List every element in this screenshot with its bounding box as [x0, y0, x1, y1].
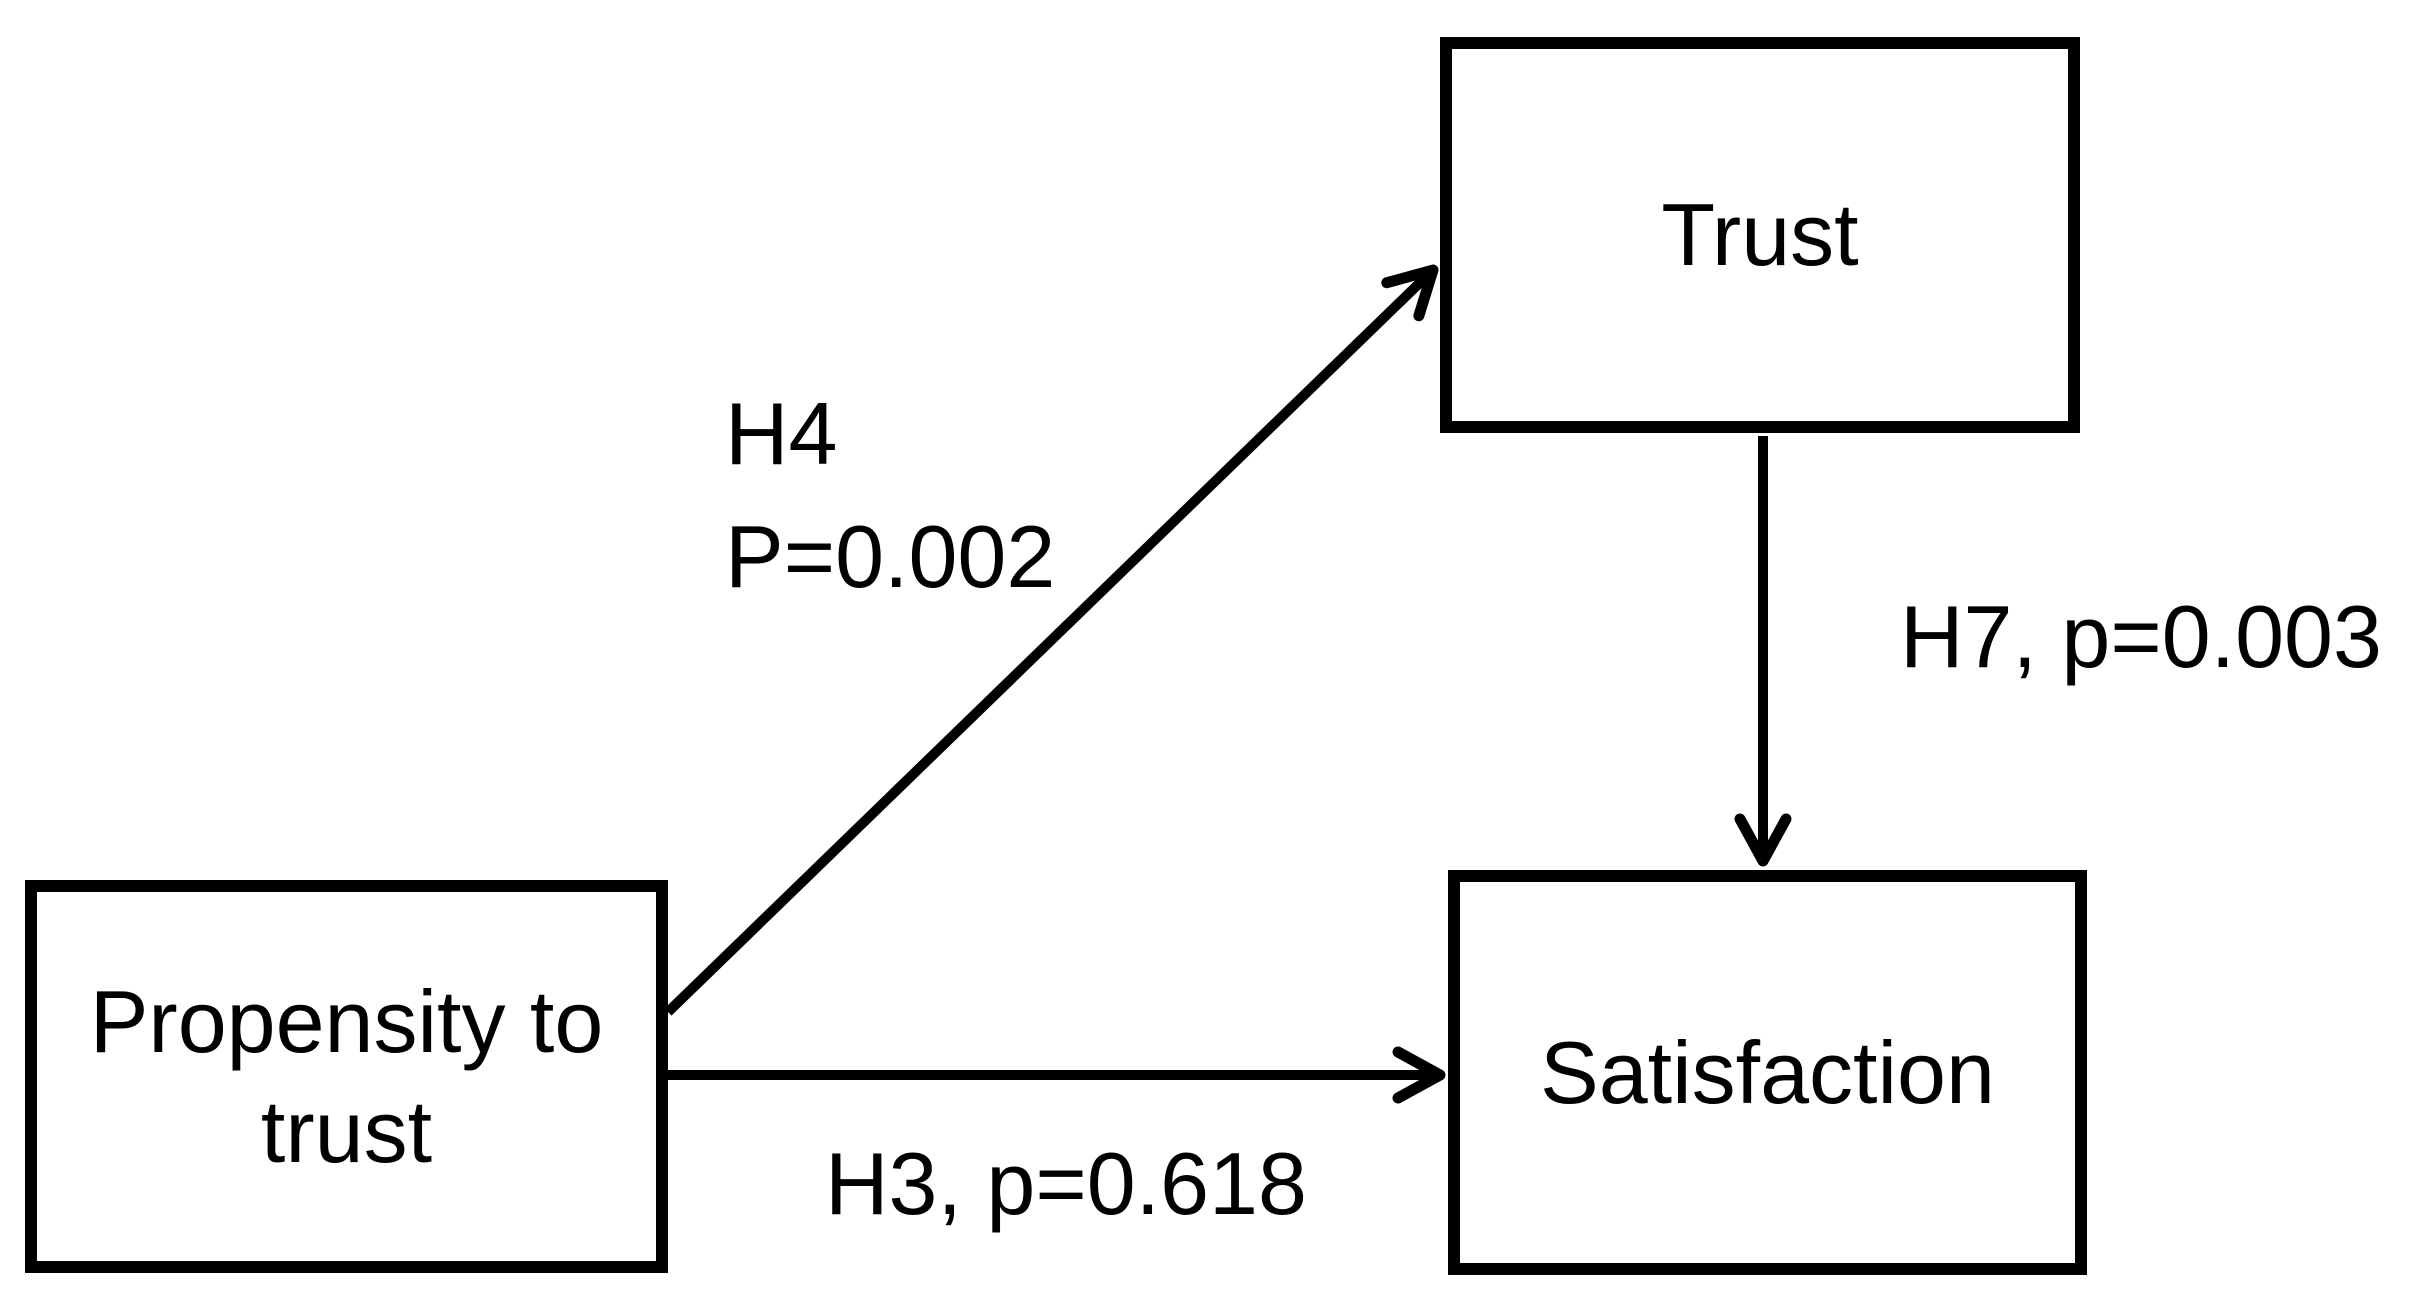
edge-h4-hypothesis-text: H4 — [725, 384, 838, 483]
node-satisfaction-label: Satisfaction — [1540, 1022, 1995, 1122]
node-trust: Trust — [1440, 37, 2080, 433]
edge-h4-pvalue-text: P=0.002 — [725, 507, 1056, 607]
edge-label-h4: H4 P=0.002 — [725, 372, 1055, 618]
edge-label-h3: H3, p=0.618 — [825, 1134, 1307, 1233]
node-propensity-to-trust-label: Propensity to trust — [89, 971, 604, 1181]
node-satisfaction: Satisfaction — [1448, 870, 2087, 1275]
node-propensity-to-trust: Propensity to trust — [25, 880, 668, 1273]
edge-h4-arrow — [664, 264, 1439, 1016]
edge-label-h7: H7, p=0.003 — [1900, 587, 2382, 686]
node-trust-label: Trust — [1661, 185, 1859, 284]
